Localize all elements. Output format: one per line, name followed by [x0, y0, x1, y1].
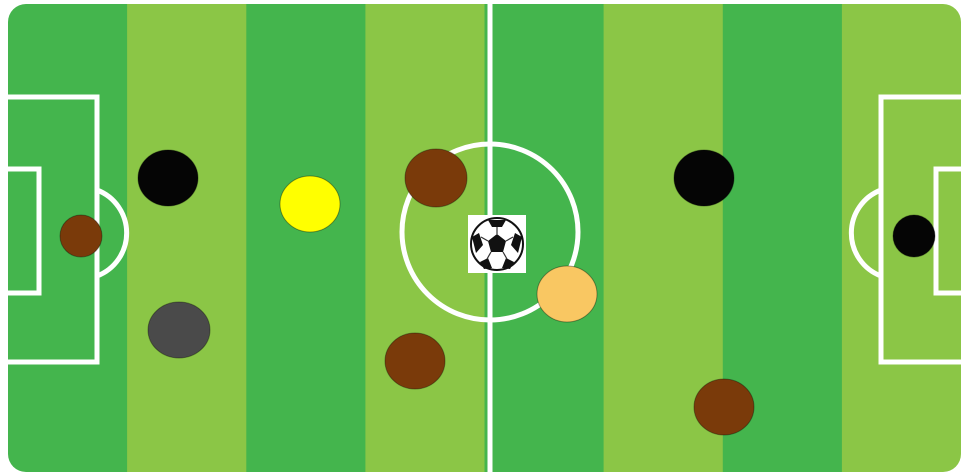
pitch-canvas: [8, 4, 961, 472]
pitch-stripe: [246, 4, 366, 472]
pitch-stripe: [127, 4, 247, 472]
player-token-brown-right-lower[interactable]: [694, 379, 754, 435]
player-token-tan-center-right[interactable]: [537, 266, 597, 322]
soccer-ball-icon[interactable]: [468, 215, 526, 273]
player-token-black-right-upper[interactable]: [674, 150, 734, 206]
player-token-gray-left-lower[interactable]: [148, 302, 210, 358]
player-token-brown-center-lower[interactable]: [385, 333, 445, 389]
player-token-black-right-keeper[interactable]: [893, 215, 935, 257]
player-token-yellow-midfield[interactable]: [280, 176, 340, 232]
pitch-stripe: [365, 4, 485, 472]
player-token-black-left-upper[interactable]: [138, 150, 198, 206]
player-token-brown-center-upper[interactable]: [405, 149, 467, 207]
soccer-field: [8, 4, 961, 472]
player-token-brown-left-keeper[interactable]: [60, 215, 102, 257]
